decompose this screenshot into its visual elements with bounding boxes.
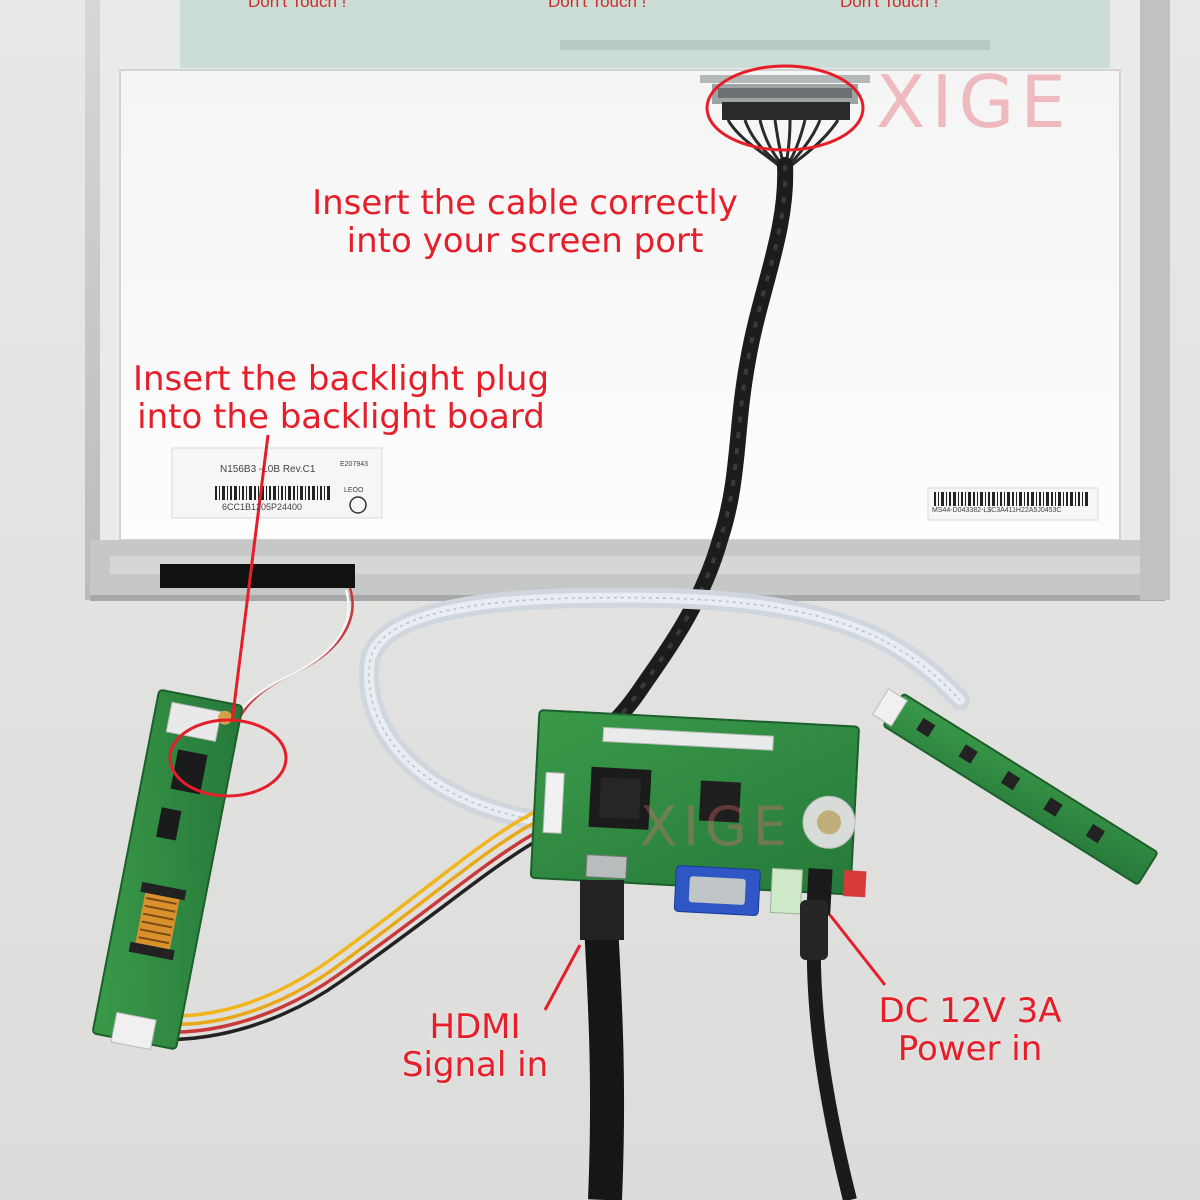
callout-backlight-line1: Insert the backlight plug (132, 359, 550, 399)
hdmi-cable (583, 904, 625, 1200)
panel-model-label: N156B3 -L0B Rev.C1 (220, 464, 316, 475)
warning-text-right: Don't Touch ! (840, 0, 939, 11)
callout-power-line2: Power in (897, 1029, 1043, 1069)
warning-text-mid: Don't Touch ! (548, 0, 647, 11)
power-leader-line (828, 914, 887, 986)
screen-connector (700, 75, 870, 120)
controller-board (529, 709, 867, 917)
backlight-leader-line (230, 434, 270, 723)
callout-screen-port: Insert the cable correctly into your scr… (300, 184, 750, 260)
backlight-plug-highlight (168, 718, 288, 798)
callout-hdmi: HDMI Signal in (395, 1008, 555, 1084)
panel-barcode-right-label: MS44-D043382-L$C3A411H22A5J0453C (932, 507, 1062, 514)
panel-leoo-label: LEOO (344, 487, 364, 494)
callout-hdmi-line2: Signal in (401, 1045, 549, 1085)
callout-screen-port-line2: into your screen port (346, 221, 704, 261)
inverter-board (92, 689, 243, 1051)
panel-label-left (171, 447, 383, 519)
warning-text-left: Don't Touch ! (248, 0, 347, 11)
callout-power: DC 12V 3A Power in (870, 992, 1070, 1068)
callout-backlight-line2: into the backlight board (137, 397, 545, 437)
pcb-watermark: XIGE (640, 795, 793, 858)
callout-power-line1: DC 12V 3A (878, 991, 1062, 1031)
panel-label-right (927, 487, 1099, 521)
panel-cert-label: E207943 (340, 461, 369, 468)
backlight-tape (160, 564, 355, 588)
callout-backlight: Insert the backlight plug into the backl… (126, 360, 556, 436)
callout-screen-port-line1: Insert the cable correctly (312, 183, 738, 223)
hdmi-leader-line (543, 944, 582, 1011)
callout-hdmi-line1: HDMI (429, 1007, 521, 1047)
button-board (871, 688, 1158, 885)
panel-serial-label: 6CC1B1205P24400 (222, 502, 303, 512)
brand-watermark: XIGE (876, 60, 1072, 144)
screen-port-highlight (705, 64, 865, 152)
